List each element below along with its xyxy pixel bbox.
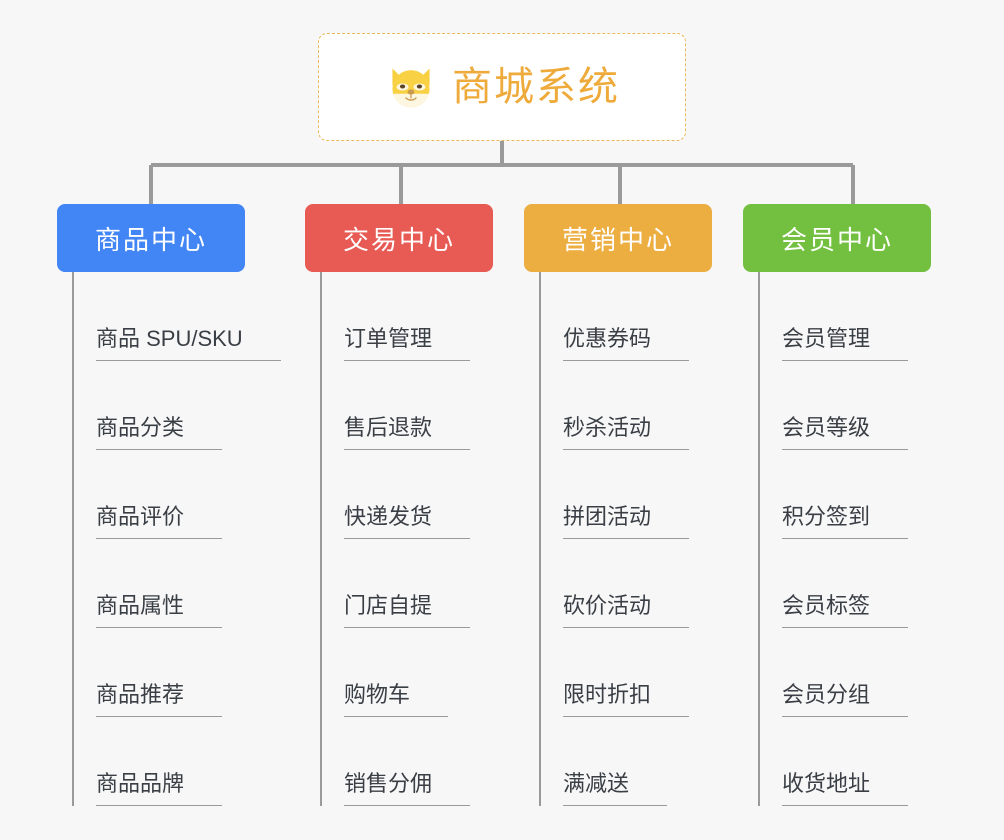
- list-item[interactable]: 收货地址: [758, 717, 910, 806]
- leaf-trunk-line: [539, 272, 541, 806]
- leaf-label: 收货地址: [782, 773, 909, 806]
- leaf-label: 拼团活动: [563, 506, 690, 539]
- list-item[interactable]: 积分签到: [758, 450, 910, 539]
- list-item[interactable]: 商品分类: [72, 361, 253, 450]
- leaf-label: 商品属性: [96, 595, 223, 628]
- column-marketing-center: 营销中心 优惠券码 秒杀活动 拼团活动 砍价活动 限时折扣: [472, 204, 712, 806]
- root-title: 商城系统: [452, 65, 620, 109]
- leaf-label: 积分签到: [782, 506, 909, 539]
- category-box-trade-center[interactable]: 交易中心: [305, 204, 493, 272]
- category-box-marketing-center[interactable]: 营销中心: [524, 204, 712, 272]
- leaf-list-member-center: 会员管理 会员等级 积分签到 会员标签 会员分组 收货地址: [758, 272, 910, 806]
- leaf-label: 商品 SPU/SKU: [96, 328, 281, 361]
- category-label: 商品中心: [94, 224, 207, 255]
- list-item[interactable]: 商品 SPU/SKU: [72, 272, 281, 361]
- list-item[interactable]: 商品推荐: [72, 628, 253, 717]
- leaf-label: 销售分佣: [344, 773, 471, 806]
- leaf-trunk-line: [320, 272, 322, 806]
- leaf-label: 满减送: [563, 773, 668, 806]
- leaf-label: 商品推荐: [96, 684, 223, 717]
- leaf-label: 会员管理: [782, 328, 909, 361]
- category-columns: 商品中心 商品 SPU/SKU 商品分类 商品评价 商品属性 商品推荐: [0, 204, 1004, 806]
- list-item[interactable]: 商品品牌: [72, 717, 253, 806]
- leaf-label: 门店自提: [344, 595, 471, 628]
- category-label: 交易中心: [342, 224, 455, 255]
- column-trade-center: 交易中心 订单管理 售后退款 快递发货 门店自提 购物车: [253, 204, 493, 806]
- list-item[interactable]: 秒杀活动: [539, 361, 691, 450]
- list-item[interactable]: 购物车: [320, 628, 472, 717]
- list-item[interactable]: 销售分佣: [320, 717, 472, 806]
- list-item[interactable]: 快递发货: [320, 450, 472, 539]
- leaf-list-marketing-center: 优惠券码 秒杀活动 拼团活动 砍价活动 限时折扣 满减送: [539, 272, 691, 806]
- leaf-label: 购物车: [344, 684, 449, 717]
- leaf-label: 会员等级: [782, 417, 909, 450]
- leaf-label: 优惠券码: [563, 328, 690, 361]
- list-item[interactable]: 订单管理: [320, 272, 472, 361]
- leaf-label: 砍价活动: [563, 595, 690, 628]
- leaf-label: 售后退款: [344, 417, 471, 450]
- leaf-trunk-line: [758, 272, 760, 806]
- leaf-label: 商品品牌: [96, 773, 223, 806]
- list-item[interactable]: 会员等级: [758, 361, 910, 450]
- root-node-wrapper: 商城系统: [0, 33, 1004, 141]
- list-item[interactable]: 优惠券码: [539, 272, 691, 361]
- category-label: 营销中心: [561, 224, 674, 255]
- column-member-center: 会员中心 会员管理 会员等级 积分签到 会员标签 会员分组: [691, 204, 931, 806]
- list-item[interactable]: 门店自提: [320, 539, 472, 628]
- list-item[interactable]: 商品属性: [72, 539, 253, 628]
- list-item[interactable]: 会员分组: [758, 628, 910, 717]
- leaf-list-trade-center: 订单管理 售后退款 快递发货 门店自提 购物车 销售分佣: [320, 272, 472, 806]
- category-label: 会员中心: [780, 224, 893, 255]
- list-item[interactable]: 商品评价: [72, 450, 253, 539]
- list-item[interactable]: 砍价活动: [539, 539, 691, 628]
- leaf-label: 秒杀活动: [563, 417, 690, 450]
- leaf-label: 订单管理: [344, 328, 471, 361]
- root-node[interactable]: 商城系统: [318, 33, 686, 141]
- category-box-product-center[interactable]: 商品中心: [57, 204, 245, 272]
- list-item[interactable]: 限时折扣: [539, 628, 691, 717]
- list-item[interactable]: 拼团活动: [539, 450, 691, 539]
- leaf-label: 商品评价: [96, 506, 223, 539]
- list-item[interactable]: 满减送: [539, 717, 691, 806]
- leaf-label: 会员标签: [782, 595, 909, 628]
- shiba-dog-emoji-icon: [392, 68, 430, 109]
- list-item[interactable]: 会员管理: [758, 272, 910, 361]
- column-product-center: 商品中心 商品 SPU/SKU 商品分类 商品评价 商品属性 商品推荐: [0, 204, 281, 806]
- leaf-label: 快递发货: [344, 506, 471, 539]
- category-box-member-center[interactable]: 会员中心: [743, 204, 931, 272]
- leaf-label: 商品分类: [96, 417, 223, 450]
- leaf-label: 会员分组: [782, 684, 909, 717]
- leaf-trunk-line: [72, 272, 74, 806]
- leaf-label: 限时折扣: [563, 684, 690, 717]
- list-item[interactable]: 售后退款: [320, 361, 472, 450]
- list-item[interactable]: 会员标签: [758, 539, 910, 628]
- leaf-list-product-center: 商品 SPU/SKU 商品分类 商品评价 商品属性 商品推荐 商品品牌: [72, 272, 281, 806]
